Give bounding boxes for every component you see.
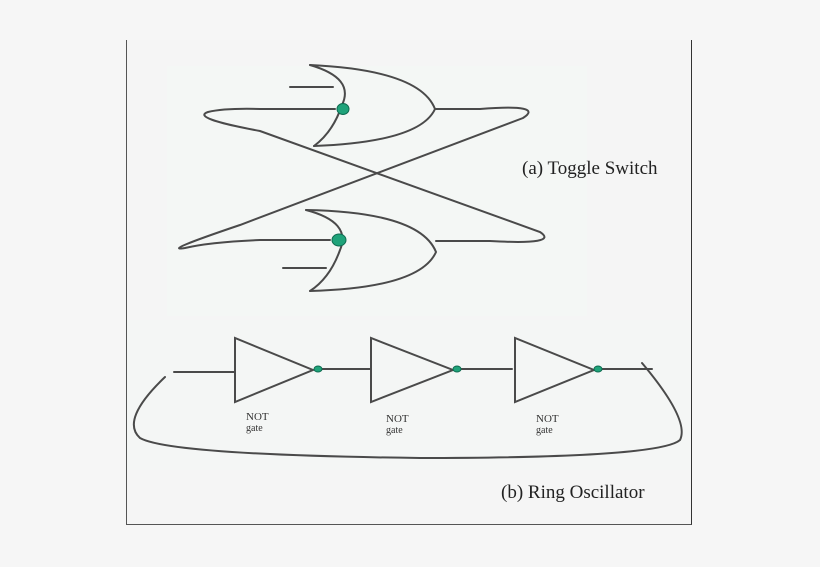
bubble-icon (452, 365, 462, 373)
panel-b-background (127, 320, 690, 470)
figure-frame (126, 40, 692, 525)
caption-ring-oscillator: (b) Ring Oscillator (501, 482, 645, 503)
gate-label-line2: gate (386, 425, 403, 436)
gate-label-line2: gate (246, 423, 263, 434)
nor-gate-top (289, 64, 481, 147)
bubble-icon (593, 365, 603, 373)
feedback-wire-2 (203, 107, 546, 243)
not-gate-3 (514, 336, 653, 404)
gate-label-line1: NOT (536, 413, 559, 425)
gate-label-line1: NOT (246, 411, 269, 423)
not-gate-1 (173, 336, 371, 404)
bubble-icon (313, 365, 323, 373)
feedback-wire-1 (178, 106, 530, 250)
not-gate-label-1: NOT gate (246, 411, 269, 435)
ring-feedback-wire (132, 362, 683, 460)
nor-gate-bottom (282, 209, 491, 292)
not-gate-label-2: NOT gate (386, 413, 409, 437)
caption-toggle-switch: (a) Toggle Switch (522, 158, 658, 179)
bubble-icon (336, 103, 350, 115)
not-gate-label-3: NOT gate (536, 413, 559, 437)
gate-label-line1: NOT (386, 413, 409, 425)
bubble-icon (331, 233, 347, 247)
not-gate-2 (370, 336, 513, 404)
gate-label-line2: gate (536, 425, 553, 436)
